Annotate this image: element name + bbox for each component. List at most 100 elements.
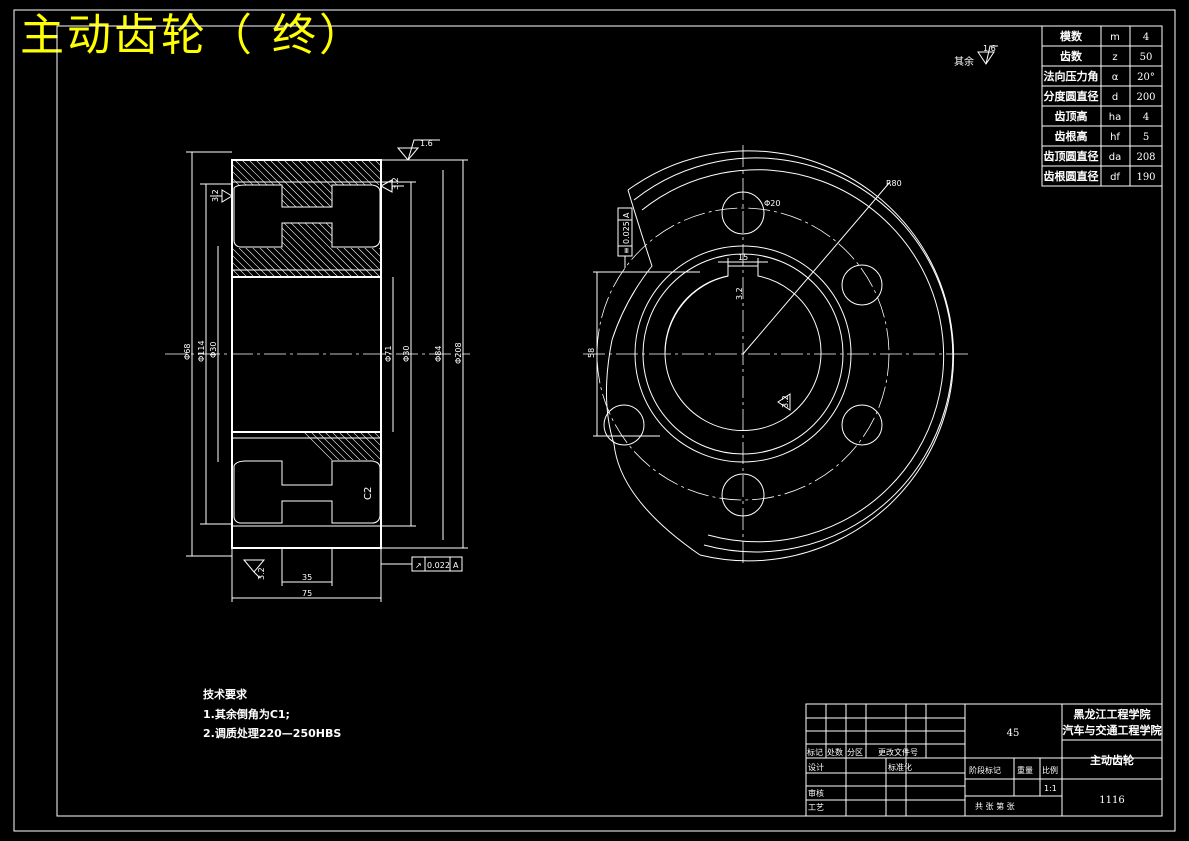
roughness-bottom: 3.2 — [257, 567, 266, 580]
hatch-line — [232, 160, 381, 548]
technical-requirements: 技术要求 1.其余倒角为C1; 2.调质处理220—250HBS — [203, 687, 341, 740]
hatch-line — [501, 160, 901, 560]
param-value: 200 — [1136, 92, 1155, 103]
hatch-line — [578, 160, 978, 560]
hatch-line — [592, 160, 992, 560]
symmetry-symbol: ≡ — [622, 247, 631, 254]
hatch-line — [557, 160, 957, 560]
param-name: 齿数 — [1060, 49, 1083, 63]
diameter-label-right-1: Φ71 — [384, 346, 393, 362]
drawing-title: 主动齿轮（ 终） — [20, 10, 366, 61]
param-symbol: df — [1110, 172, 1120, 183]
diameter-label-left-1: Φ68 — [183, 344, 192, 360]
symmetry-value: 0.025 — [622, 221, 631, 244]
height-dim: 58 — [587, 348, 596, 358]
diameter-label-right-4: Φ208 — [454, 342, 463, 364]
hatch-line — [452, 160, 852, 560]
hatch-line — [508, 160, 908, 560]
hatch-line — [480, 160, 880, 560]
hatch-line — [360, 160, 381, 548]
roughness-note-value: 1.6 — [983, 44, 996, 53]
gear-parameter-table: 模数 m 4 齿数 z 50 法向压力角 α 20° 分度圆直径 d 200 齿… — [1041, 25, 1163, 187]
param-symbol: m — [1110, 32, 1120, 43]
review-label: 审核 — [808, 788, 824, 798]
hatch-line — [641, 160, 1041, 560]
hatch-line — [389, 160, 789, 560]
hole-label: Φ20 — [764, 199, 780, 208]
dim-bottom-outer: 75 — [302, 589, 312, 598]
param-value: 4 — [1143, 112, 1149, 123]
param-name: 齿顶圆直径 — [1044, 149, 1099, 163]
symmetry-datum: A — [622, 212, 631, 218]
hatch-line — [255, 160, 381, 548]
section-view: Φ68 Φ114 Φ30 Φ71 Φ30 Φ84 Φ208 1.6 3.2 3.… — [165, 139, 1048, 602]
hatch-line — [410, 160, 810, 560]
requirement-item: 1.其余倒角为C1; — [203, 707, 290, 721]
runout-value: 0.022 — [427, 561, 450, 570]
hatch-line — [599, 160, 999, 560]
process-label: 工艺 — [808, 803, 824, 812]
material: 45 — [1007, 728, 1020, 739]
roughness-note-label: 其余 — [954, 55, 974, 68]
runout-datum: A — [453, 561, 459, 570]
param-name: 齿顶高 — [1055, 109, 1088, 123]
hatch-line — [234, 160, 381, 548]
dim-bottom-inner: 35 — [302, 573, 312, 582]
param-name: 分度圆直径 — [1044, 89, 1099, 103]
param-name: 模数 — [1060, 29, 1083, 43]
hatch-line — [241, 160, 381, 548]
hatch-line — [232, 160, 381, 548]
keyway-depth: 3.2 — [735, 287, 744, 300]
hatch-line — [459, 160, 859, 560]
ratio-label: 比例 — [1042, 765, 1058, 775]
design-label: 设计 — [808, 762, 824, 772]
part-name: 主动齿轮 — [1090, 753, 1134, 767]
hatch-line — [417, 160, 817, 560]
hatch-line — [487, 160, 887, 560]
param-symbol: α — [1112, 72, 1119, 83]
param-value: 208 — [1136, 152, 1155, 163]
hatch-line — [634, 160, 1034, 560]
front-view: R80 Φ20 15 3.2 3.2 58 ≡ 0.025 A — [583, 145, 968, 565]
hatch-line — [473, 160, 873, 560]
diameter-label-left-2: Φ114 — [197, 340, 206, 362]
param-name: 齿根圆直径 — [1044, 169, 1099, 183]
param-name: 法向压力角 — [1044, 69, 1099, 83]
ratio-value: 1:1 — [1044, 784, 1057, 793]
roughness-left: 3.2 — [211, 189, 220, 202]
hatch-line — [438, 160, 838, 560]
school-line-2: 汽车与交通工程学院 — [1063, 723, 1162, 737]
standardize-label: 标准化 — [888, 762, 912, 772]
outer-border — [13, 9, 1176, 832]
diameter-label-left-3: Φ30 — [209, 342, 218, 358]
roughness-right: 3.2 — [391, 177, 400, 190]
sheet-count: 共 张 第 张 — [975, 801, 1015, 811]
param-symbol: hf — [1110, 132, 1120, 143]
param-value: 4 — [1143, 32, 1149, 43]
hatch-line — [606, 160, 1006, 560]
hatch-line — [339, 160, 381, 548]
hatch-line — [648, 160, 1048, 560]
hatch-line — [353, 160, 381, 548]
hatch-line — [367, 160, 381, 548]
stage-mark-label: 阶段标记 — [969, 765, 1001, 775]
diameter-label-right-3: Φ84 — [434, 346, 443, 362]
title-block: 标记 处数 分区 更改文件号 设计 标准化 审核 工艺 45 黑龙江工程学院 汽… — [805, 703, 1163, 817]
radius-label: R80 — [886, 179, 902, 188]
row-label-mark: 标记 — [807, 747, 823, 757]
roughness-top: 1.6 — [420, 139, 433, 148]
hatch-line — [248, 160, 381, 548]
school-line-1: 黑龙江工程学院 — [1074, 707, 1151, 721]
hatch-line — [627, 160, 1027, 560]
hatch-line — [529, 160, 929, 560]
drawing-number: 1116 — [1099, 795, 1124, 806]
runout-symbol: ↗ — [415, 561, 422, 570]
param-value: 50 — [1140, 52, 1153, 63]
requirements-heading: 技术要求 — [203, 687, 248, 701]
hatch-line — [445, 160, 845, 560]
row-label-count: 处数 — [827, 747, 843, 757]
hatch-line — [262, 160, 381, 548]
keyway-width: 15 — [738, 253, 748, 262]
param-symbol: z — [1112, 52, 1117, 63]
